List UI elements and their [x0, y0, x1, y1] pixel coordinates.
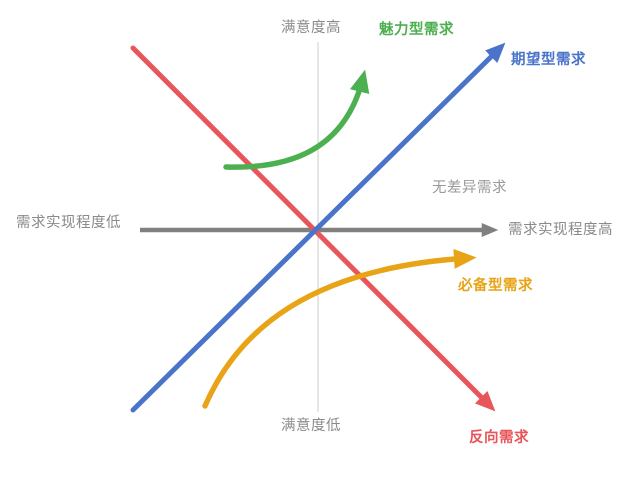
label-fulfillment-low: 需求实现程度低 [16, 215, 121, 231]
curve-reverse-requirement [130, 45, 496, 412]
label-attractive-requirement: 魅力型需求 [379, 22, 454, 38]
label-satisfaction-high: 满意度高 [281, 20, 341, 36]
label-performance-requirement: 期望型需求 [511, 52, 586, 68]
label-satisfaction-low: 满意度低 [281, 418, 341, 434]
curve-performance-requirement [130, 42, 506, 413]
label-fulfillment-high: 需求实现程度高 [508, 222, 613, 238]
curve-attractive-requirement [223, 69, 370, 170]
label-reverse-requirement: 反向需求 [469, 430, 529, 446]
label-must-be-requirement: 必备型需求 [458, 278, 533, 294]
curve-must-be-requirement [202, 248, 477, 409]
label-indifferent-requirement: 无差异需求 [432, 180, 507, 196]
